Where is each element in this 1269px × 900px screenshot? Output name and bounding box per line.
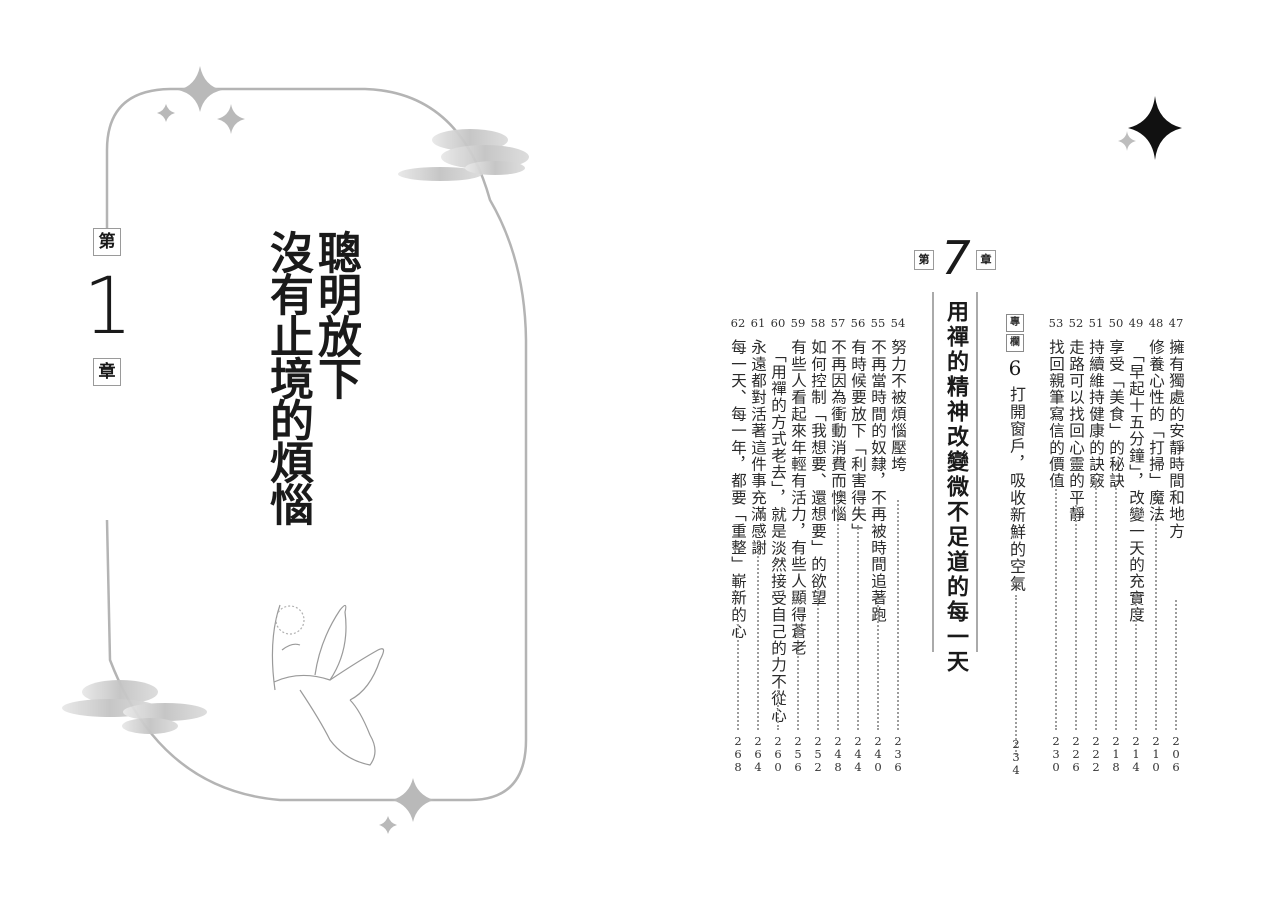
left-page-chapter-opener: 第 1 章 聰明放下 沒有止境的煩惱 — [0, 0, 634, 900]
column-title: 打開窗戶，吸收新鮮的空氣 — [1007, 386, 1026, 593]
chapter7-prefix-label: 第 — [914, 250, 934, 270]
chapter-title-line1: 聰明放下 — [310, 230, 361, 398]
column-label-bottom: 欄 — [1006, 334, 1024, 352]
cloud-icon — [62, 680, 207, 734]
dove-with-flower-illustration — [271, 604, 385, 766]
chapter7-title-rule-left — [932, 292, 934, 652]
rounded-frame-decoration — [62, 66, 529, 834]
chapter-prefix-label: 第 — [93, 228, 121, 256]
chapter-number: 1 — [83, 262, 133, 352]
sparkle-icon — [1128, 96, 1182, 160]
chapter7-suffix-label: 章 — [976, 250, 996, 270]
column-number: 6 — [1008, 356, 1022, 380]
chapter-suffix-label: 章 — [93, 358, 121, 386]
chapter7-title-rule-right — [976, 292, 978, 652]
right-page-table-of-contents: 47 擁有獨處的安靜時間和地方 206 48 修養心性的「打掃」魔法 210 4… — [634, 0, 1269, 900]
chapter-title-line2: 沒有止境的煩惱 — [262, 230, 313, 524]
sparkle-icon — [178, 66, 222, 112]
cloud-icon — [398, 129, 529, 181]
column-label-top: 專 — [1006, 314, 1024, 332]
chapter7-number: 7 — [941, 231, 971, 285]
chapter7-title: 用禪的精神改變微不足道的每一天 — [943, 300, 968, 675]
